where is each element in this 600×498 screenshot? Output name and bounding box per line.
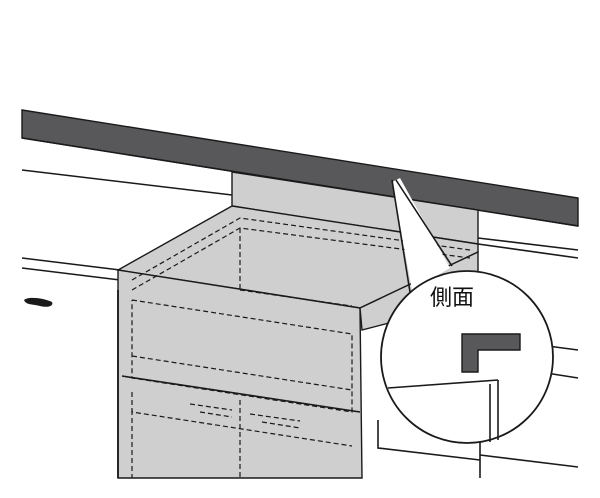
detail-callout-circle bbox=[380, 270, 554, 444]
side-profile-shape bbox=[461, 333, 521, 373]
callout-pointer bbox=[391, 178, 453, 293]
cabinet-handle bbox=[24, 297, 53, 307]
callout-label-side: 側面 bbox=[430, 286, 474, 311]
